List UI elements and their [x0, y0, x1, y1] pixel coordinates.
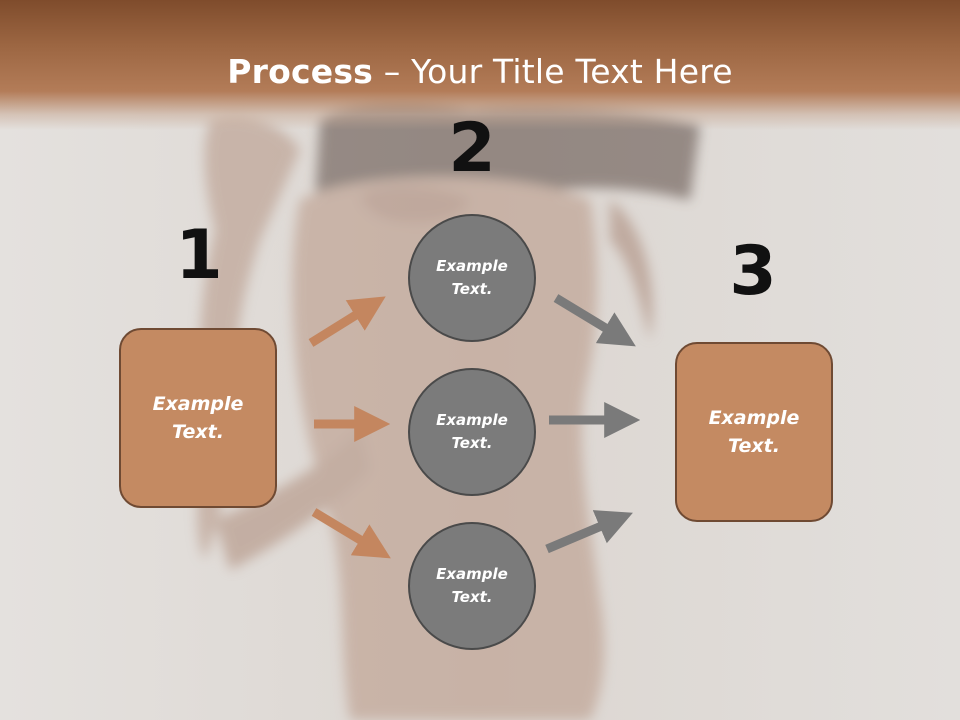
process-circle-bottom: Example Text.: [408, 522, 536, 650]
right-box-text: Example Text.: [708, 406, 800, 458]
step-number-3: 3: [729, 232, 777, 311]
circle-top-text: Example Text.: [436, 256, 508, 298]
title-bar: [0, 0, 960, 130]
arrow-top-to-right: [553, 294, 636, 347]
process-circle-middle: Example Text.: [408, 368, 536, 496]
step-number-2: 2: [448, 109, 496, 188]
circle-bottom-text: Example Text.: [436, 564, 508, 606]
title-bold: Process: [227, 52, 374, 91]
circle-middle-text: Example Text.: [436, 410, 508, 452]
arrow-left-to-bottom: [311, 508, 391, 559]
arrow-bottom-to-right: [545, 510, 633, 554]
slide-title: Process – Your Title Text Here: [0, 52, 960, 91]
left-process-box: Example Text.: [119, 328, 277, 508]
right-process-box: Example Text.: [675, 342, 833, 522]
process-circle-top: Example Text.: [408, 214, 536, 342]
title-rest: – Your Title Text Here: [373, 52, 733, 91]
left-box-text: Example Text.: [152, 392, 244, 444]
arrow-left-to-top: [308, 296, 386, 347]
step-number-1: 1: [175, 216, 223, 295]
